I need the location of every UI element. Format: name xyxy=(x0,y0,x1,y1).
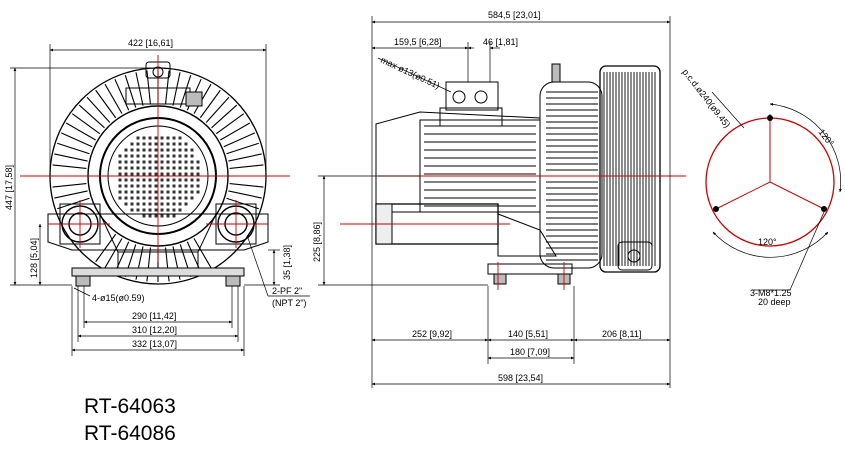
dim-holes: 4-ø15(ø0.59) xyxy=(92,293,145,303)
side-dimensions xyxy=(318,16,671,388)
side-view xyxy=(375,63,661,285)
flange-view xyxy=(705,91,842,291)
dim-332: 332 [13,07] xyxy=(132,339,177,349)
dim-box-offset: 159,5 [6,28] xyxy=(394,37,442,47)
dim-252: 252 [9,92] xyxy=(412,329,452,339)
side-centerlines xyxy=(340,175,686,290)
dim-180: 180 [7,09] xyxy=(510,347,550,357)
bolt-label-1: 3-M8*1.25 xyxy=(750,288,792,298)
blower-fins xyxy=(546,72,656,266)
dim-outlet-height: 128 [5,04] xyxy=(29,238,39,278)
motor-fins xyxy=(424,125,536,207)
dim-206: 206 [8,11] xyxy=(602,329,641,339)
dim-overall-bottom: 598 [23,54] xyxy=(498,373,543,383)
front-dimensions xyxy=(10,44,310,356)
dim-cable-gland: max ø13(ø0.51) xyxy=(379,55,441,91)
dim-box-width: 46 [1,81] xyxy=(483,37,518,47)
model-number-2: RT-64086 xyxy=(84,422,176,445)
flange-pcd: p.c.d.ø240(ø9.45) xyxy=(680,67,732,130)
dim-290: 290 [11,42] xyxy=(132,311,176,321)
dim-front-width: 422 [16,61] xyxy=(128,38,173,48)
flange-angle-1: 120° xyxy=(816,127,836,148)
dim-140: 140 [5,51] xyxy=(508,329,548,339)
model-number-1: RT-64063 xyxy=(84,395,176,418)
dim-front-height: 447 [17,58] xyxy=(4,165,14,210)
dim-310: 310 [12,20] xyxy=(132,325,177,335)
bolt-label-2: 20 deep xyxy=(758,297,791,307)
dim-base-height: 35 [1,38] xyxy=(282,245,292,280)
flange-angle-2: 120° xyxy=(758,237,777,247)
front-centerlines xyxy=(20,55,290,262)
dim-axis-height: 225 [8,86] xyxy=(312,222,322,262)
dim-overall-top: 584,5 [23,01] xyxy=(488,10,541,20)
inlet-grid xyxy=(118,136,200,218)
port-label-2: (NPT 2") xyxy=(272,298,307,308)
port-label-1: 2-PF 2" xyxy=(272,286,302,296)
